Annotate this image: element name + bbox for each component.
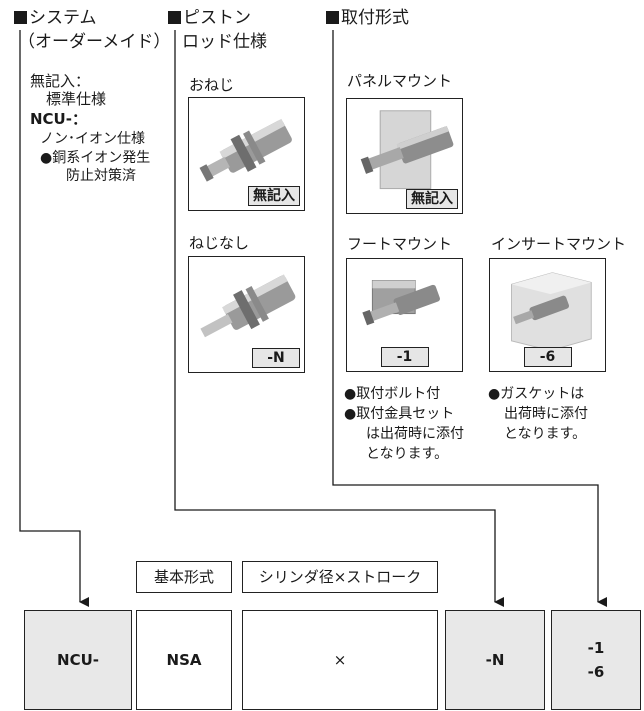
part-basic-value: NSA (166, 651, 202, 669)
part-mount-value-2: -6 (587, 663, 605, 681)
piston-option-no-thread-label: ねじなし (189, 234, 250, 252)
piston-option-male-thread-card: 無記入 (188, 97, 305, 211)
basic-model-label: 基本形式 (136, 561, 232, 593)
mount-insert-note2: 出荷時に添付 (504, 406, 588, 422)
mount-foot-code: -1 (380, 347, 429, 367)
part-system-value: NCU- (57, 651, 99, 669)
piston-header: ピストン (168, 8, 251, 29)
part-system-cell: NCU- (24, 610, 132, 710)
mount-panel-label: パネルマウント (347, 72, 453, 90)
piston-option-no-thread-card: -N (188, 256, 305, 373)
system-header: システム (14, 8, 97, 29)
system-header-sub: （オーダーメイド） (18, 32, 171, 52)
mount-insert-label: インサートマウント (491, 235, 627, 253)
piston-option-male-thread-label: おねじ (189, 76, 235, 94)
part-rod-cell: -N (445, 610, 545, 710)
cylinder-no-thread-image (193, 261, 300, 359)
mount-header: 取付形式 (326, 8, 409, 29)
mount-foot-note4: となります。 (366, 446, 449, 462)
mount-insert-code: -6 (523, 347, 572, 367)
foot-mount-image (351, 263, 458, 361)
mount-connector (332, 30, 607, 607)
mount-insert-card: -6 (489, 258, 606, 372)
square-bullet-icon (168, 11, 181, 24)
piston-option-male-thread-code: 無記入 (248, 186, 300, 206)
rod-connector (174, 30, 504, 607)
part-basic-cell: NSA (136, 610, 232, 710)
part-bore-cell: × (242, 610, 438, 710)
square-bullet-icon (326, 11, 339, 24)
system-option-ncu-note2: 防止対策済 (66, 168, 136, 184)
piston-header-sub: ロッド仕様 (182, 32, 267, 52)
system-option-ncu-desc: ノン･イオン仕様 (40, 131, 145, 147)
mount-foot-label: フートマウント (347, 235, 453, 253)
mount-panel-card: 無記入 (346, 98, 463, 214)
bore-stroke-label: シリンダ径×ストローク (242, 561, 438, 593)
system-option-ncu-note1: ●銅系イオン発生 (40, 150, 151, 166)
mount-foot-note3: は出荷時に添付 (366, 426, 464, 442)
insert-mount-image (494, 263, 601, 361)
mount-insert-note3: となります。 (504, 426, 587, 442)
system-option-blank-desc: 標準仕様 (46, 90, 107, 108)
part-mount-cell: -1 -6 (551, 610, 641, 710)
mount-foot-note2: ●取付金具セット (344, 406, 455, 422)
system-option-blank-code: 無記入： (30, 72, 91, 90)
system-connector (19, 30, 89, 607)
mount-foot-card: -1 (346, 258, 463, 372)
piston-option-no-thread-code: -N (252, 348, 300, 368)
cylinder-male-thread-image (193, 102, 300, 200)
square-bullet-icon (14, 11, 27, 24)
mount-insert-note1: ●ガスケットは (488, 386, 585, 402)
mount-foot-note1: ●取付ボルト付 (344, 386, 441, 402)
panel-mount-image (351, 103, 458, 201)
part-rod-value: -N (485, 651, 505, 669)
mount-panel-code: 無記入 (406, 189, 458, 209)
part-mount-value-1: -1 (587, 639, 605, 657)
part-bore-value: × (333, 651, 347, 669)
system-option-ncu-code: NCU-： (30, 110, 87, 128)
